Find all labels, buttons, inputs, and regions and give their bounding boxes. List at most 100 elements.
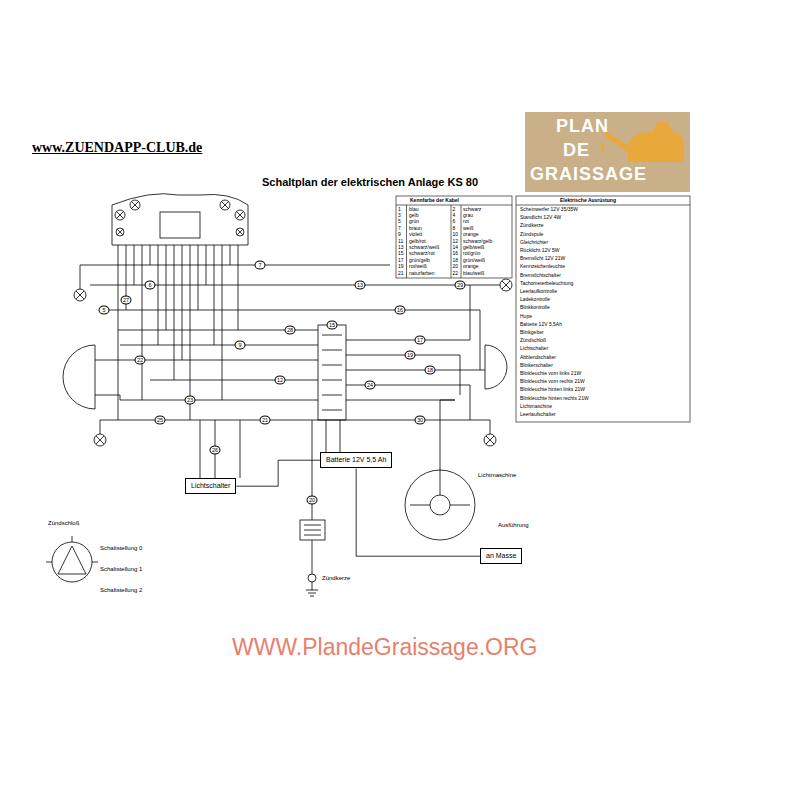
callout-number: 23 [185,396,196,405]
tables [396,196,690,422]
table-cell: 21 [398,271,404,277]
table-cell: 19 [398,264,404,270]
table-cell: 14 [453,245,459,251]
component-item: Blinkkontrolle [520,305,550,311]
table-cell: 8 [453,226,456,232]
callout-number: 17 [415,336,426,345]
part-name: Zündkerze [322,575,350,582]
table-cell: 18 [453,258,459,264]
component-box: Lichtschalter [185,478,236,494]
table-cell: rot [463,219,469,225]
table-cell: schwarz [463,207,481,213]
table-cell: 3 [398,213,401,219]
component-item: Gleichrichter [520,240,548,246]
component-item: Scheinwerfer 12V 35/35W [520,207,578,213]
callout-number: 19 [405,351,416,360]
callout-number: 5 [99,306,110,315]
box-label: Lichtschalter [191,482,230,490]
callout-number: 24 [365,381,376,390]
component-item: Blinkleuchte hinten rechts 21W [520,396,589,402]
table-cell: gelb/rot [409,239,426,245]
component-item: Blinkleuchte vorn links 21W [520,371,581,377]
table-cell: naturfarben [409,271,435,277]
component-item: Kennzeichenleuchte [520,264,565,270]
table-cell: 15 [398,251,404,257]
site-url: www.ZUENDAPP-CLUB.de [32,140,202,156]
logo-graphic [525,112,690,192]
table-cell: grün/gelb [409,258,430,264]
table-cell: grau [463,213,473,219]
callout-number: 28 [285,326,296,335]
component-item: Leerlaufschalter [520,412,556,418]
callout-number: 20 [307,496,318,505]
part-name: Lichtmaschine [478,472,516,479]
box-label: an Masse [486,552,516,560]
table-cell: rot/weiß [409,264,427,270]
table-cell: schwarz/rot [409,251,435,257]
table-cell: 2 [453,207,456,213]
callout-number: 15 [327,321,338,330]
table-cell: gelb/weiß [463,245,484,251]
table-cell: 16 [453,251,459,257]
component-item: Hupe [520,314,532,320]
table-cell: braun [409,226,422,232]
callout-number: 26 [210,446,221,455]
table-cell: grün [409,219,419,225]
component-item: Zündspule [520,232,543,238]
component-item: Tachometerbeleuchtung [520,281,573,287]
table-cell: 9 [398,232,401,238]
component-item: Ladekontrolle [520,297,550,303]
wire-connector [356,468,480,556]
diagram-title: Schaltplan der elektrischen Anlage KS 80 [262,176,478,189]
table-cell: blau [409,207,418,213]
table-cell: weiß [463,226,474,232]
component-item: Blinkgeber [520,330,544,336]
table-cell: schwarz/gelb [463,239,492,245]
component-item: Zündkerze [520,223,544,229]
table-cell: blau/weiß [463,271,484,277]
table-cell: 20 [453,264,459,270]
wires [46,194,512,596]
callout-number: 16 [395,306,406,315]
callout-number: 21 [260,416,271,425]
callout-number: 27 [121,296,132,305]
table-cell: 12 [453,239,459,245]
table-cell: 10 [453,232,459,238]
wire-connector [236,460,320,486]
table-cell: gelb [409,213,418,219]
watermark: WWW.PlandeGraissage.ORG [232,634,537,660]
callout-number: 7 [255,261,266,270]
note: Schaltstellung 2 [100,587,142,594]
part-name: Zündschloß [48,520,79,527]
callout-number: 12 [275,376,286,385]
callout-number: 22 [135,356,146,365]
callout-number: 13 [355,281,366,290]
component-item: Abblendschalter [520,355,556,361]
component-item: Lichtmaschine [520,404,552,410]
component-item: Standlicht 12V 4W [520,215,561,221]
table-cell: rot/grün [463,251,480,257]
component-item: Bremslichtschalter [520,273,561,279]
component-box: Batterie 12V 5,5 Ah [320,452,392,468]
note: Schaltstellung 1 [100,566,142,573]
callout-number: 30 [415,416,426,425]
component-item: Lichtschalter [520,346,548,352]
table-cell: 5 [398,219,401,225]
component-item: Blinkleuchte hinten links 21W [520,387,585,393]
table-cell: orange [463,232,479,238]
table-cell: 11 [398,239,403,245]
table-cell: schwarz/weiß [409,245,439,251]
table-cell: 17 [398,258,404,264]
table-cell: violett [409,232,422,238]
box-label: Batterie 12V 5,5 Ah [326,456,386,464]
logo-text: PLAN [556,116,609,137]
component-item: Batterie 12V 5,5Ah [520,322,562,328]
table-cell: 7 [398,226,401,232]
table-header: Kennfarbe der Kabel [410,198,459,204]
table-header: Elektrische Ausrüstung [560,198,616,204]
component-item: Rücklicht 12V 5W [520,248,559,254]
component-item: Zündschloß [520,338,546,344]
